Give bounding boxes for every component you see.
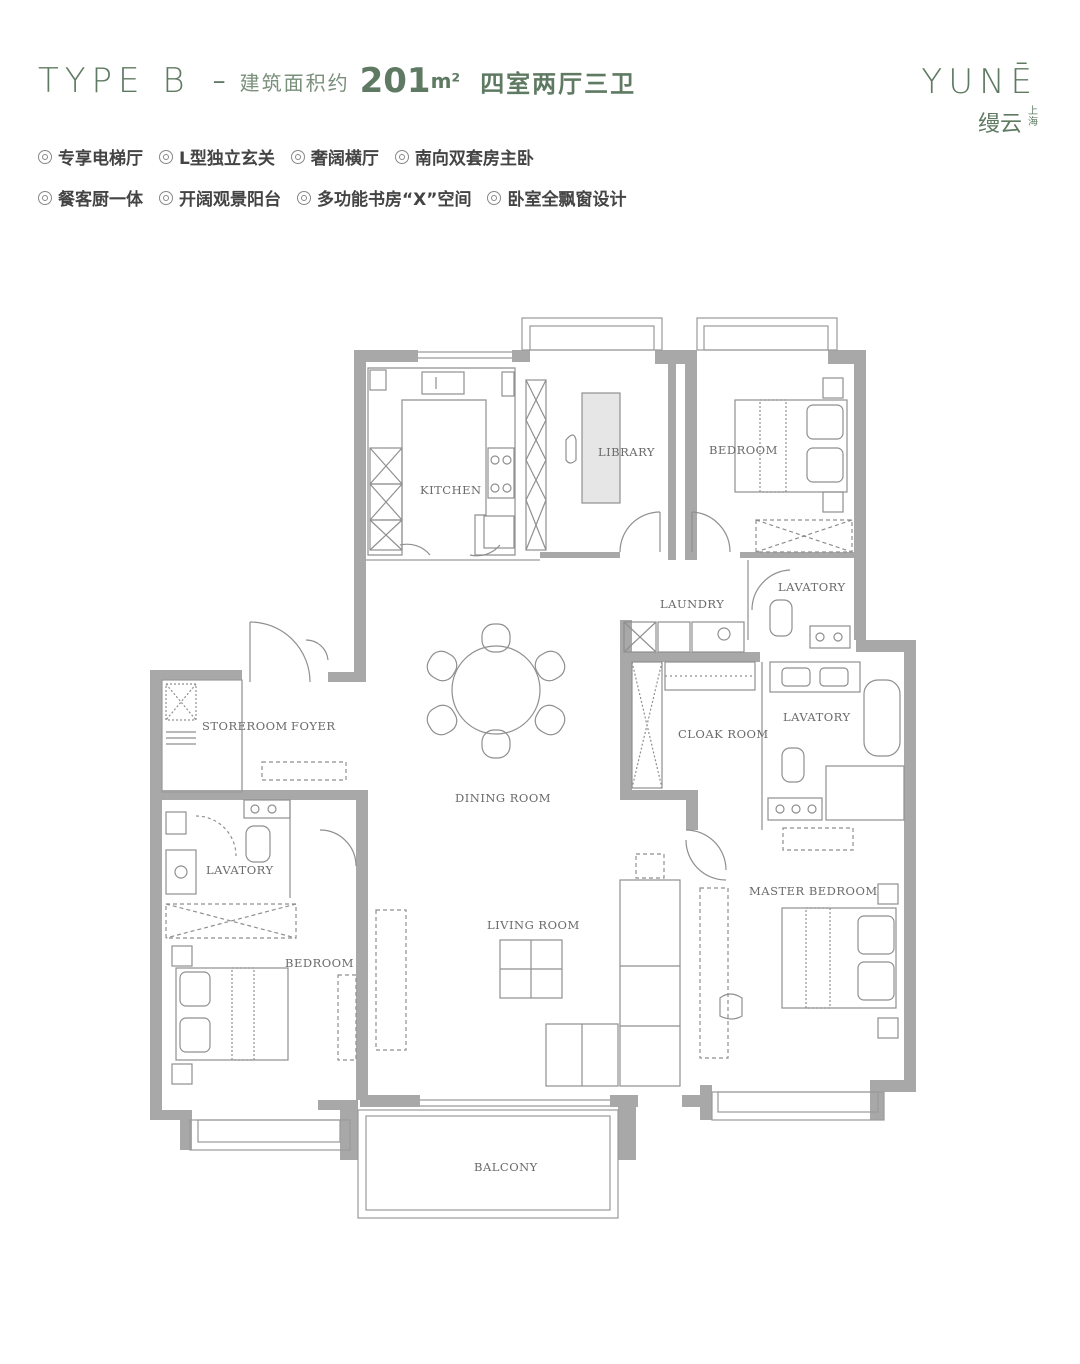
layout-label: 四室两厅三卫 — [480, 69, 637, 98]
bullet-icon — [297, 190, 311, 205]
walls — [150, 350, 916, 1160]
feature-item: 多功能书房“X”空间 — [297, 185, 471, 210]
header: TYPE B – 建筑面积约 201 m² 四室两厅三卫 — [38, 60, 636, 102]
label-storeroom: STOREROOM — [202, 719, 288, 733]
type-title: TYPE B — [38, 61, 191, 101]
brand-name-cn: 缦云 — [977, 112, 1022, 137]
bullet-icon — [38, 149, 52, 164]
feature-item: 开阔观景阳台 — [159, 185, 281, 210]
brand-name-en: YUNĒ — [921, 62, 1038, 102]
area-value: 201 — [359, 61, 431, 101]
feature-text: 餐客厨一体 — [58, 190, 143, 210]
label-balcony: BALCONY — [474, 1160, 538, 1174]
dining-fixtures — [426, 623, 566, 759]
bullet-icon — [38, 190, 52, 205]
feature-text: 南向双套房主卧 — [414, 149, 534, 169]
feature-text: 卧室全飘窗设计 — [507, 190, 627, 210]
room-labels: KITCHEN LIBRARY BEDROOM LAVATORY LAUNDRY… — [202, 443, 878, 1174]
label-bedroom-ne: BEDROOM — [709, 443, 778, 457]
label-dining-room: DINING ROOM — [455, 791, 551, 805]
bullet-icon — [487, 190, 502, 205]
label-lavatory-ne: LAVATORY — [778, 580, 846, 594]
area-unit: m² — [430, 69, 461, 93]
feature-text: 奢阔横厅 — [310, 149, 379, 169]
master-bedroom-fixtures — [685, 829, 899, 1059]
feature-text: 多功能书房“X”空间 — [317, 190, 472, 210]
label-lavatory-w: LAVATORY — [206, 863, 274, 877]
title-dash: – — [212, 66, 226, 96]
bullet-icon — [394, 149, 409, 164]
brand-city: 上海 — [1028, 106, 1038, 128]
kitchen-fixtures — [367, 367, 516, 557]
feature-item: 南向双套房主卧 — [394, 144, 534, 169]
label-kitchen: KITCHEN — [420, 483, 482, 497]
outline — [161, 317, 885, 1219]
label-bedroom-sw: BEDROOM — [285, 956, 354, 970]
foyer-fixtures — [165, 621, 347, 781]
feature-row-1: 专享电梯厅 L型独立玄关 奢阔横厅 南向双套房主卧 — [38, 144, 626, 169]
bullet-icon — [159, 149, 173, 164]
label-laundry: LAUNDRY — [660, 597, 724, 611]
lavatory-master-fixtures — [767, 661, 905, 851]
feature-item: 专享电梯厅 — [38, 144, 143, 169]
lavatory-w-fixtures — [165, 799, 291, 898]
feature-row-2: 餐客厨一体 开阔观景阳台 多功能书房“X”空间 卧室全飘窗设计 — [38, 185, 626, 210]
bullet-icon — [159, 190, 173, 205]
cloak-room-fixtures — [631, 661, 763, 830]
label-foyer: FOYER — [291, 719, 336, 733]
feature-item: 餐客厨一体 — [38, 185, 143, 210]
bedroom-sw-fixtures — [165, 829, 357, 1085]
living-fixtures — [375, 839, 727, 1087]
brand-name-cn-wrap: 缦云 上海 — [921, 106, 1038, 138]
label-library: LIBRARY — [598, 445, 655, 459]
bedroom-ne-fixtures — [734, 377, 853, 553]
label-master-bedroom: MASTER BEDROOM — [749, 884, 878, 898]
feature-item: L型独立玄关 — [159, 144, 275, 169]
feature-text: L型独立玄关 — [179, 149, 275, 169]
brand-logo: YUNĒ 缦云 上海 — [921, 62, 1038, 138]
lavatory-ne-fixtures — [623, 560, 851, 653]
label-cloak-room: CLOAK ROOM — [678, 727, 769, 741]
feature-item: 卧室全飘窗设计 — [487, 185, 626, 210]
label-lavatory-master: LAVATORY — [783, 710, 851, 724]
area-label: 建筑面积约 — [239, 70, 350, 95]
bullet-icon — [290, 149, 305, 164]
label-living-room: LIVING ROOM — [487, 918, 580, 932]
library-fixtures — [525, 379, 731, 553]
feature-list: 专享电梯厅 L型独立玄关 奢阔横厅 南向双套房主卧 餐客厨一体 开阔观景阳台 多… — [38, 144, 626, 226]
feature-item: 奢阔横厅 — [290, 144, 379, 169]
feature-text: 专享电梯厅 — [58, 149, 143, 169]
feature-text: 开阔观景阳台 — [179, 190, 281, 210]
